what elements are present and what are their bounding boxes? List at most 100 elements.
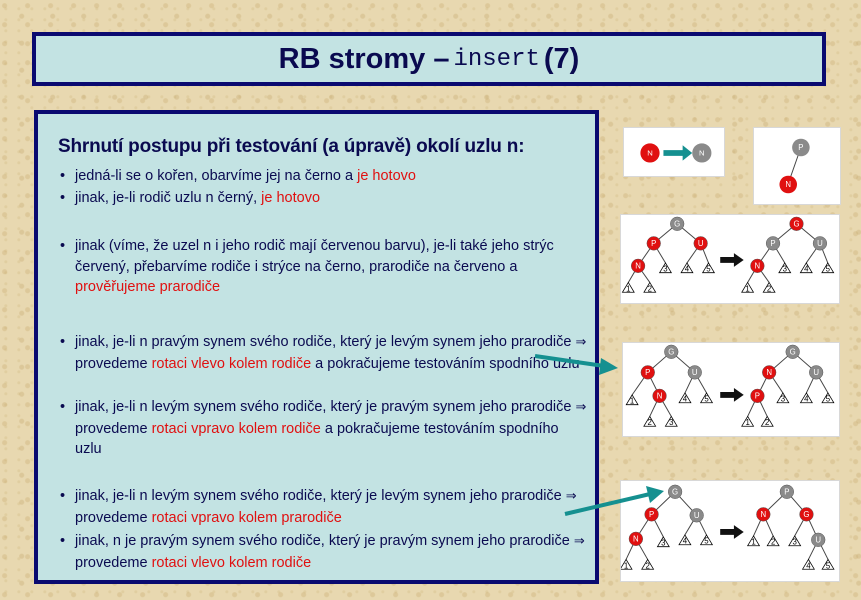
tree-node — [785, 344, 800, 359]
subtree-label: 4 — [685, 265, 690, 274]
subtree-icon — [801, 558, 816, 570]
subtree-label: 1 — [745, 284, 749, 293]
subtree-label: 3 — [793, 538, 798, 547]
subtree-icon — [821, 558, 835, 570]
tree-node — [799, 507, 814, 522]
subtree-icon — [643, 415, 657, 427]
node-label: G — [672, 487, 678, 496]
subtree-icon — [799, 392, 813, 404]
subtree-label: 4 — [804, 265, 809, 274]
subtree-icon — [799, 262, 813, 274]
node-label: P — [645, 368, 650, 377]
node-label: U — [815, 535, 821, 544]
subtree-icon — [821, 262, 835, 274]
subtree-label: 1 — [751, 538, 755, 547]
title-code: insert — [453, 45, 540, 73]
subtree-label: 1 — [624, 561, 628, 570]
subtree-label: 3 — [783, 265, 787, 274]
implies-icon: ⇒ — [565, 489, 577, 504]
bullet-rotate-left-parent: jinak, je-li n pravým synem svého rodiče… — [58, 332, 588, 374]
subtree-label: 1 — [626, 284, 630, 293]
subtree-icon — [699, 534, 714, 546]
tree-node — [628, 531, 643, 546]
node-label: G — [790, 347, 796, 356]
subtree-label: 2 — [767, 284, 771, 293]
tree-node — [811, 532, 826, 547]
subtree-label: 5 — [704, 537, 709, 546]
bullet-rotate-right-grandparent: jinak, je-li n levým synem svého rodiče,… — [58, 486, 588, 528]
subtree-icon — [788, 535, 802, 547]
subtree-icon — [680, 262, 694, 274]
subtree-icon — [760, 415, 774, 427]
subtree-icon — [656, 536, 670, 548]
subtree-icon — [701, 262, 716, 274]
node-n-red — [640, 143, 660, 163]
node-label: P — [798, 143, 803, 152]
tree-node — [756, 507, 771, 522]
subtree-icon — [621, 281, 635, 293]
bullet-rotate-left-parent-right: jinak, n je pravým synem svého rodiče, k… — [58, 531, 588, 573]
subtree-icon — [746, 535, 761, 547]
tree-node — [689, 508, 704, 523]
tree-node — [750, 388, 765, 403]
subtree-icon — [641, 558, 655, 570]
transform-arrow-icon — [720, 253, 744, 267]
node-label: P — [784, 487, 789, 496]
transform-arrow-icon — [720, 525, 744, 539]
arrow-icon — [663, 145, 693, 161]
node-label: N — [761, 510, 767, 519]
bullet-rotate-right-parent: jinak, je-li n levým synem svého rodiče,… — [58, 397, 588, 460]
node-label: U — [813, 368, 819, 377]
subtree-label: 2 — [771, 538, 775, 547]
node-label: P — [770, 239, 775, 248]
bullet-red-uncle: jinak (víme, že uzel n i jeho rodič mají… — [58, 236, 588, 298]
highlight-text: prověřujeme prarodiče — [75, 279, 221, 295]
node-p-black — [792, 138, 810, 157]
subtree-label: 5 — [704, 395, 709, 404]
bullet-black-parent: jinak, je-li rodič uzlu n černý, je hoto… — [58, 188, 588, 209]
subtree-label: 5 — [826, 395, 831, 404]
node-n-black — [692, 143, 712, 163]
tree-node — [667, 484, 683, 499]
node-label: P — [755, 391, 760, 400]
node-label: N — [699, 148, 705, 157]
tree-node — [750, 258, 765, 273]
node-label: N — [766, 368, 772, 377]
subtree-label: 4 — [806, 561, 811, 570]
tree-node — [652, 388, 667, 403]
subtree-icon — [778, 262, 792, 274]
subtree-icon — [678, 534, 692, 546]
tree-node — [670, 216, 685, 231]
node-label: N — [635, 261, 641, 270]
tree-node — [812, 236, 828, 251]
subtree-label: 5 — [706, 265, 711, 274]
subtree-icon — [762, 281, 776, 293]
diagram-black-parent: P N — [753, 127, 841, 205]
subtree-icon — [658, 262, 673, 274]
node-label: G — [668, 347, 674, 356]
subtree-label: 1 — [630, 397, 634, 406]
highlight-text: rotaci vpravo kolem prarodiče — [151, 509, 342, 526]
subtree-icon — [741, 415, 755, 427]
node-label: U — [817, 239, 823, 248]
tree-node — [762, 365, 777, 380]
section-heading: Shrnutí postupu při testování (a úpravě)… — [58, 136, 525, 157]
tree-node — [640, 365, 655, 380]
node-label: G — [793, 219, 799, 228]
highlight-text: rotaci vlevo kolem rodiče — [151, 554, 312, 571]
node-label: N — [657, 391, 663, 400]
tree-node — [809, 365, 824, 380]
subtree-label: 1 — [745, 418, 749, 427]
subtree-label: 3 — [663, 265, 667, 274]
subtree-icon — [625, 394, 639, 406]
node-label: U — [694, 511, 700, 520]
content-box: Shrnutí postupu při testování (a úpravě)… — [34, 110, 599, 584]
subtree-icon — [821, 392, 835, 404]
tree-node — [693, 236, 708, 251]
subtree-label: 4 — [683, 537, 688, 546]
subtree-label: 3 — [781, 395, 786, 404]
subtree-icon — [766, 535, 780, 547]
